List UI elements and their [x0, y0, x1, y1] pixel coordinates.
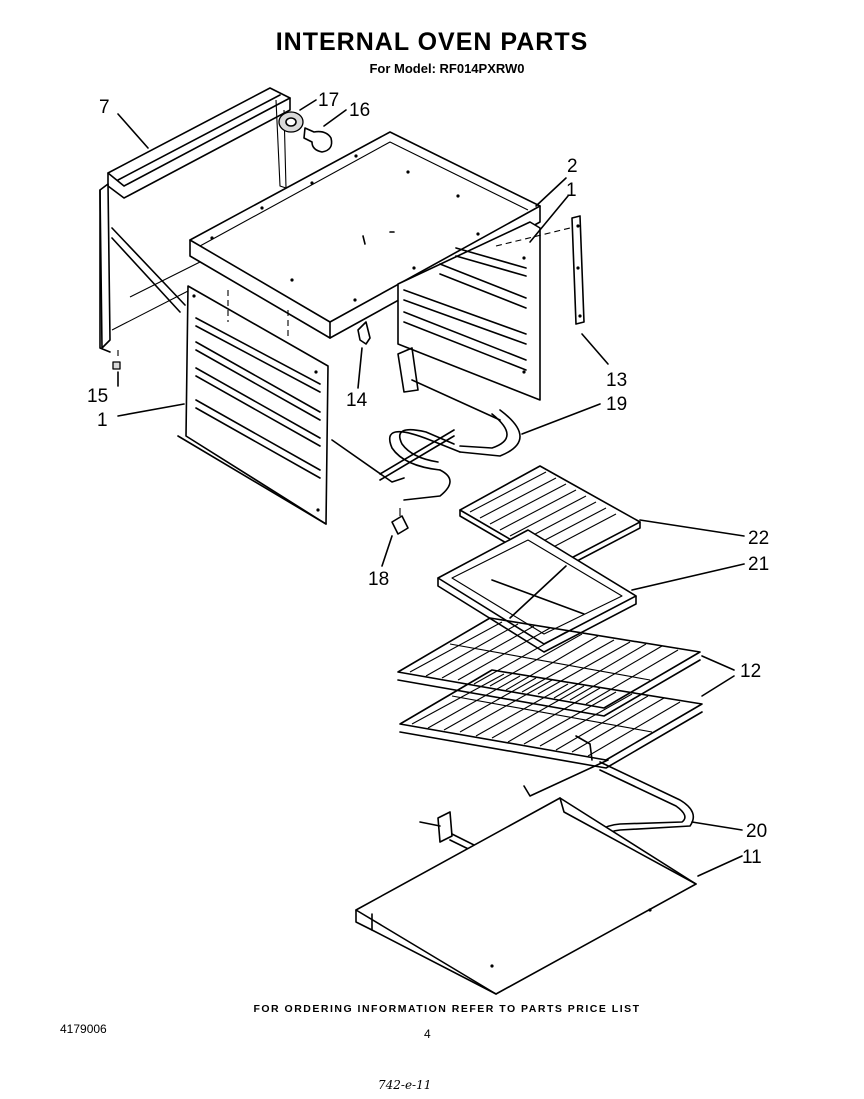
part-19-broil-element	[331, 347, 521, 501]
part-18-terminal-block	[391, 508, 409, 535]
part-13-vertical-strip	[495, 215, 585, 325]
part-12-oven-rack-lower	[399, 669, 703, 797]
callout-22: 22	[748, 528, 769, 549]
callout-16: 16	[349, 100, 370, 121]
part-21-broil-pan	[437, 529, 637, 653]
model-subtitle: For Model: RF014PXRW0	[369, 61, 525, 76]
callout-1-right: 1	[566, 180, 577, 201]
part-12-oven-rack-upper	[397, 617, 701, 717]
callout-21: 21	[748, 554, 769, 575]
page-number: 4	[424, 1027, 431, 1041]
part-11-oven-bottom	[355, 797, 697, 995]
part-1-left-rack-support	[177, 285, 329, 525]
callout-18: 18	[368, 569, 389, 590]
page-title: INTERNAL OVEN PARTS	[275, 28, 589, 56]
callout-17: 17	[318, 90, 339, 111]
callout-12: 12	[740, 661, 761, 682]
callout-7: 7	[99, 97, 110, 118]
part-15-screw	[112, 350, 121, 370]
callout-14: 14	[346, 390, 368, 411]
handwritten-note: 742-e-11	[378, 1078, 432, 1092]
callout-15: 15	[87, 386, 108, 407]
callout-1-left: 1	[97, 410, 108, 431]
part-14-clip	[357, 321, 371, 345]
leader-lines	[117, 99, 745, 877]
document-number: 4179006	[60, 1022, 107, 1036]
callout-11: 11	[742, 847, 762, 868]
oven-ceiling-panel	[189, 131, 541, 339]
callout-2: 2	[567, 156, 578, 177]
left-rack-support-back	[99, 183, 201, 353]
part-17-light-socket	[275, 99, 304, 189]
callout-13: 13	[606, 370, 627, 391]
part-16-light-bulb	[303, 127, 333, 153]
part-7-top-rail	[107, 87, 291, 199]
callout-20: 20	[746, 821, 767, 842]
part-1-right-rack-support	[397, 221, 541, 401]
ordering-note: FOR ORDERING INFORMATION REFER TO PARTS …	[253, 1003, 641, 1015]
callout-19: 19	[606, 394, 627, 415]
